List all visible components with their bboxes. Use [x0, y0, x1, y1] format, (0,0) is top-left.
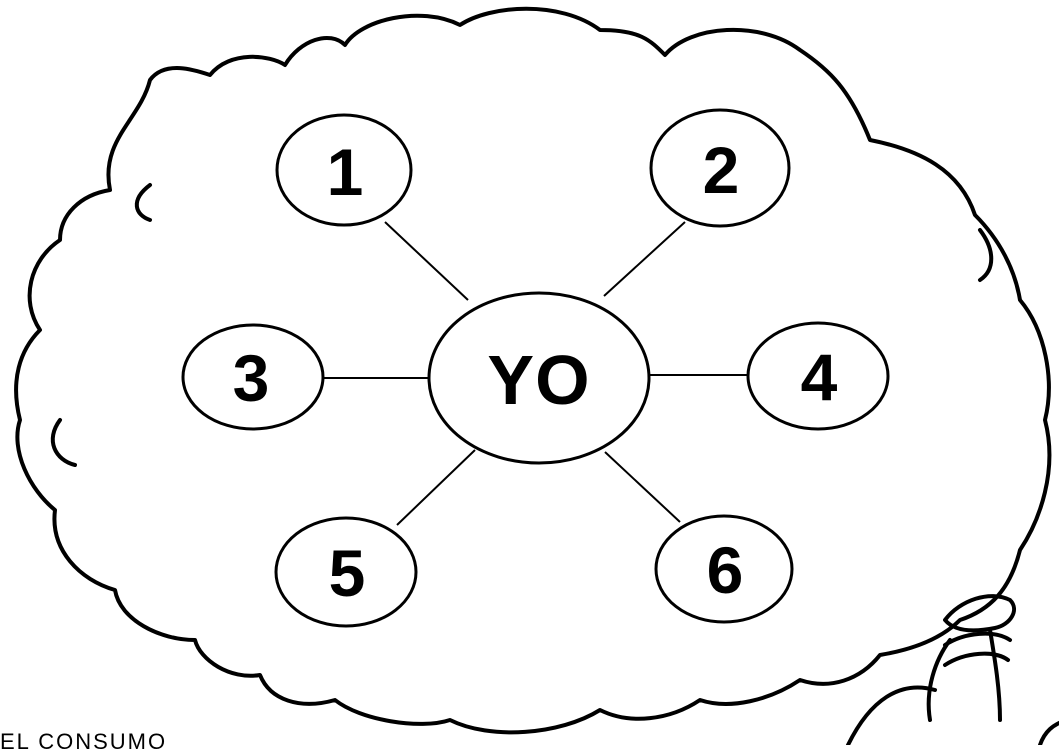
node-5-label: 5: [329, 536, 366, 610]
center-node-label: YO: [487, 341, 590, 419]
connector-line: [385, 222, 468, 300]
node-4: 4: [748, 323, 888, 429]
cloud-squiggle: [137, 185, 150, 220]
node-2: 2: [651, 110, 789, 226]
node-1: 1: [277, 115, 411, 225]
node-3-label: 3: [233, 341, 270, 415]
center-node: YO: [429, 293, 649, 463]
node-1-label: 1: [327, 135, 364, 209]
connector-line: [605, 452, 680, 522]
cloud-squiggle: [980, 230, 991, 280]
caption-text: EL CONSUMO: [0, 731, 167, 753]
node-4-label: 4: [801, 340, 838, 414]
node-2-label: 2: [703, 133, 740, 207]
node-6-label: 6: [707, 533, 744, 607]
lightbulb-sketch: [848, 596, 1059, 745]
node-5: 5: [276, 518, 416, 626]
connector-line: [397, 450, 475, 525]
node-3: 3: [183, 325, 323, 429]
node-6: 6: [656, 516, 792, 622]
cloud-squiggle: [53, 420, 75, 465]
connector-line: [604, 222, 685, 296]
